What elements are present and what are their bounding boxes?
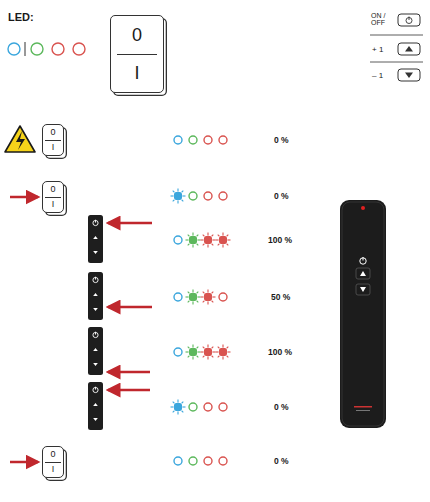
power-switch: 0I <box>42 181 64 213</box>
switch-divider <box>45 197 60 198</box>
switch-divider <box>45 140 60 141</box>
power-switch: 0I <box>42 124 64 156</box>
power-switch: 0I <box>42 446 64 478</box>
off-mark: 0 <box>50 128 55 137</box>
brightness-value: 0 % <box>274 136 289 145</box>
brightness-value: 0 % <box>274 403 289 412</box>
switch-divider <box>117 54 157 55</box>
brightness-value: 100 % <box>268 236 292 245</box>
off-mark: 0 <box>50 185 55 194</box>
switch-divider <box>45 462 60 463</box>
off-mark: 0 <box>50 450 55 459</box>
button-label: + 1 <box>372 46 383 54</box>
main-switch: 0I <box>110 15 164 93</box>
button-label: – 1 <box>372 72 383 80</box>
on-mark: I <box>52 200 55 209</box>
brightness-value: 0 % <box>274 192 289 201</box>
on-mark: I <box>52 143 55 152</box>
button-label: ON / OFF <box>371 12 393 27</box>
brightness-value: 50 % <box>271 293 290 302</box>
legend-heading: LED: <box>8 12 34 23</box>
on-mark: I <box>52 465 55 474</box>
off-mark: 0 <box>132 26 142 44</box>
brightness-value: 100 % <box>268 348 292 357</box>
on-mark: I <box>134 64 139 82</box>
brightness-value: 0 % <box>274 457 289 466</box>
